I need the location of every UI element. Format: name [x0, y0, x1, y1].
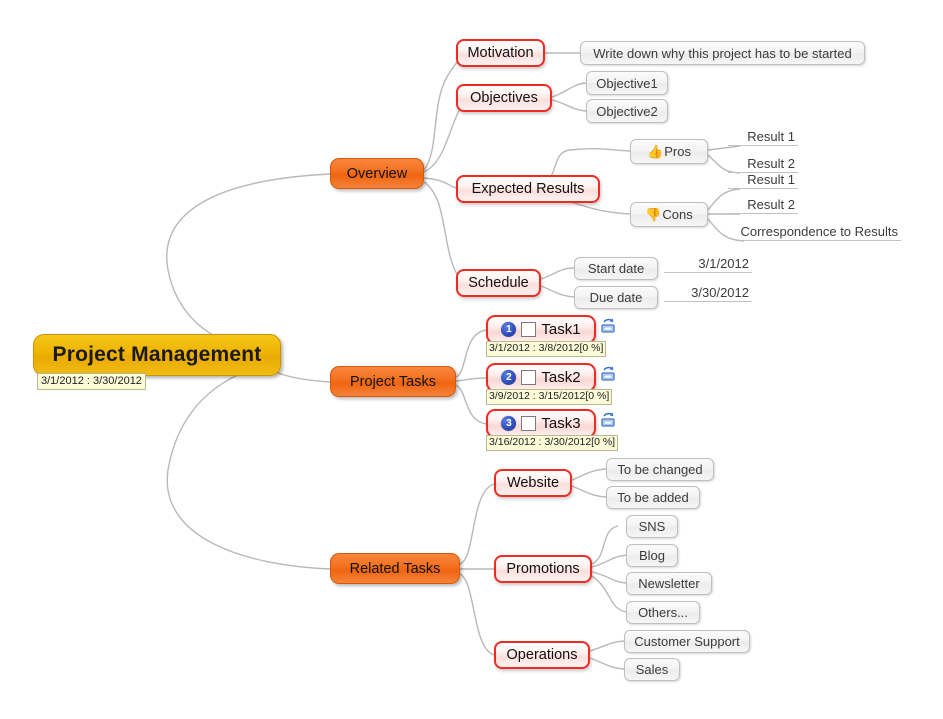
- node-expected-results-label: Expected Results: [471, 181, 585, 197]
- node-pros[interactable]: 👍 Pros: [630, 139, 708, 164]
- leaf-objective-1[interactable]: Objective1: [586, 71, 668, 95]
- thumbs-down-icon: 👎: [645, 207, 662, 222]
- leaf-motivation-note-label: Write down why this project has to be st…: [593, 45, 852, 61]
- node-operations[interactable]: Operations: [494, 641, 590, 669]
- leaf-promotions-others[interactable]: Others...: [626, 601, 700, 624]
- node-pros-label: Pros: [664, 144, 691, 159]
- leaf-promotions-newsletter[interactable]: Newsletter: [626, 572, 712, 595]
- leaf-due-date-value[interactable]: 3/30/2012: [664, 285, 752, 302]
- task-node-2[interactable]: 2 Task2: [486, 363, 596, 392]
- leaf-objective-1-label: Objective1: [596, 75, 658, 91]
- root-node[interactable]: Project Management: [33, 334, 281, 376]
- node-start-date-label: Start date: [587, 261, 645, 276]
- leaf-promotions-sns-label: SNS: [638, 519, 666, 534]
- task-deadline-icon-2[interactable]: [599, 365, 617, 383]
- task-checkbox-1[interactable]: [521, 322, 537, 337]
- node-objectives-label: Objectives: [470, 90, 538, 106]
- task-checkbox-3[interactable]: [521, 416, 537, 431]
- node-schedule-label: Schedule: [468, 275, 529, 291]
- leaf-operations-sales-label: Sales: [635, 662, 669, 677]
- task-number-badge-1: 1: [501, 322, 517, 337]
- leaf-pros-result-2-label: Result 2: [747, 156, 795, 171]
- task-node-1[interactable]: 1 Task1: [486, 315, 596, 344]
- root-node-label: Project Management: [52, 343, 262, 366]
- task-checkbox-2[interactable]: [521, 370, 537, 385]
- task-deadline-icon-3[interactable]: [599, 411, 617, 429]
- leaf-cons-result-2-label: Result 2: [747, 197, 795, 212]
- task-label-2: Task2: [541, 369, 581, 386]
- node-cons-label: Cons: [662, 207, 693, 222]
- node-website[interactable]: Website: [494, 469, 572, 497]
- leaf-objective-2-label: Objective2: [596, 103, 658, 119]
- task-date-badge-3: 3/16/2012 : 3/30/2012[0 %]: [486, 435, 619, 451]
- node-motivation[interactable]: Motivation: [456, 39, 545, 67]
- branch-related-tasks[interactable]: Related Tasks: [330, 553, 460, 584]
- leaf-cons-correspondence-label: Correspondence to Results: [740, 224, 898, 239]
- task-date-badge-2: 3/9/2012 : 3/15/2012[0 %]: [486, 389, 613, 405]
- task-date-badge-1: 3/1/2012 : 3/8/2012[0 %]: [486, 341, 607, 357]
- root-date-badge: 3/1/2012 : 3/30/2012: [37, 373, 146, 390]
- node-due-date[interactable]: Due date: [574, 286, 658, 309]
- node-expected-results[interactable]: Expected Results: [456, 175, 600, 203]
- branch-related-tasks-label: Related Tasks: [349, 560, 441, 577]
- leaf-promotions-blog[interactable]: Blog: [626, 544, 678, 567]
- leaf-cons-correspondence[interactable]: Correspondence to Results: [740, 224, 901, 241]
- leaf-pros-result-2[interactable]: Result 2: [728, 156, 798, 173]
- leaf-start-date-value[interactable]: 3/1/2012: [664, 256, 752, 273]
- leaf-operations-customer-support-label: Customer Support: [634, 634, 740, 649]
- node-objectives[interactable]: Objectives: [456, 84, 552, 112]
- leaf-objective-2[interactable]: Objective2: [586, 99, 668, 123]
- node-motivation-label: Motivation: [467, 45, 534, 61]
- leaf-operations-sales[interactable]: Sales: [624, 658, 680, 681]
- leaf-website-to-be-added-label: To be added: [617, 490, 689, 505]
- leaf-start-date-value-text: 3/1/2012: [698, 256, 749, 271]
- leaf-promotions-blog-label: Blog: [638, 548, 666, 563]
- leaf-website-to-be-changed-label: To be changed: [617, 462, 703, 477]
- task-number-badge-3: 3: [501, 416, 517, 431]
- task-label-1: Task1: [541, 321, 581, 338]
- node-promotions-label: Promotions: [506, 561, 580, 577]
- node-website-label: Website: [506, 475, 560, 491]
- task-deadline-icon-1[interactable]: [599, 317, 617, 335]
- leaf-cons-result-2[interactable]: Result 2: [728, 197, 798, 214]
- branch-project-tasks[interactable]: Project Tasks: [330, 366, 456, 397]
- task-number-badge-2: 2: [501, 370, 517, 385]
- leaf-due-date-value-text: 3/30/2012: [691, 285, 749, 300]
- leaf-cons-result-1-label: Result 1: [747, 172, 795, 187]
- branch-project-tasks-label: Project Tasks: [350, 373, 436, 390]
- node-start-date[interactable]: Start date: [574, 257, 658, 280]
- node-cons[interactable]: 👎 Cons: [630, 202, 708, 227]
- leaf-promotions-others-label: Others...: [638, 605, 688, 620]
- task-label-3: Task3: [541, 415, 581, 432]
- node-promotions[interactable]: Promotions: [494, 555, 592, 583]
- node-operations-label: Operations: [506, 647, 578, 663]
- leaf-cons-result-1[interactable]: Result 1: [728, 172, 798, 189]
- leaf-operations-customer-support[interactable]: Customer Support: [624, 630, 750, 653]
- thumbs-up-icon: 👍: [647, 144, 664, 159]
- task-node-3[interactable]: 3 Task3: [486, 409, 596, 438]
- branch-overview[interactable]: Overview: [330, 158, 424, 189]
- node-due-date-label: Due date: [589, 290, 643, 305]
- leaf-pros-result-1-label: Result 1: [747, 129, 795, 144]
- leaf-promotions-sns[interactable]: SNS: [626, 515, 678, 538]
- leaf-website-to-be-added[interactable]: To be added: [606, 486, 700, 509]
- leaf-motivation-note[interactable]: Write down why this project has to be st…: [580, 41, 865, 65]
- leaf-website-to-be-changed[interactable]: To be changed: [606, 458, 714, 481]
- leaf-pros-result-1[interactable]: Result 1: [728, 129, 798, 146]
- node-schedule[interactable]: Schedule: [456, 269, 541, 297]
- leaf-promotions-newsletter-label: Newsletter: [638, 576, 700, 591]
- branch-overview-label: Overview: [346, 165, 408, 182]
